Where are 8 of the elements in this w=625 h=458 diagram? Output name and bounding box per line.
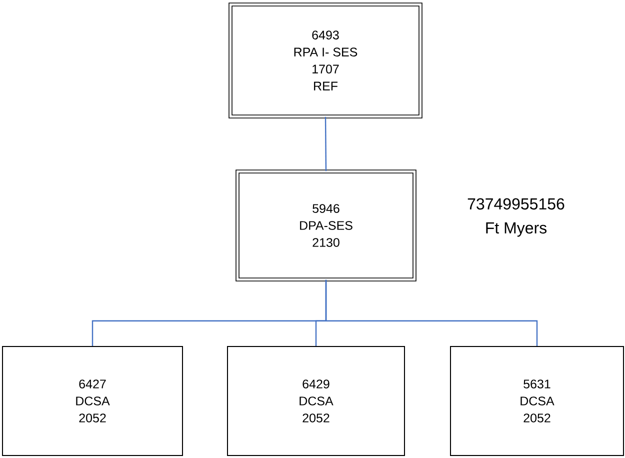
org-box: 5946 DPA-SES 2130 — [236, 170, 416, 282]
org-box: 6493 RPA I- SES 1707 REF — [228, 2, 422, 118]
org-box: 6429 DCSA 2052 — [227, 346, 405, 456]
connector-line — [324, 116, 327, 172]
org-box: 5631 DCSA 2052 — [450, 346, 624, 456]
org-box: 6427 DCSA 2052 — [2, 346, 183, 456]
connector-line — [325, 280, 538, 346]
side-note: 73749955156 Ft Myers — [468, 198, 564, 237]
